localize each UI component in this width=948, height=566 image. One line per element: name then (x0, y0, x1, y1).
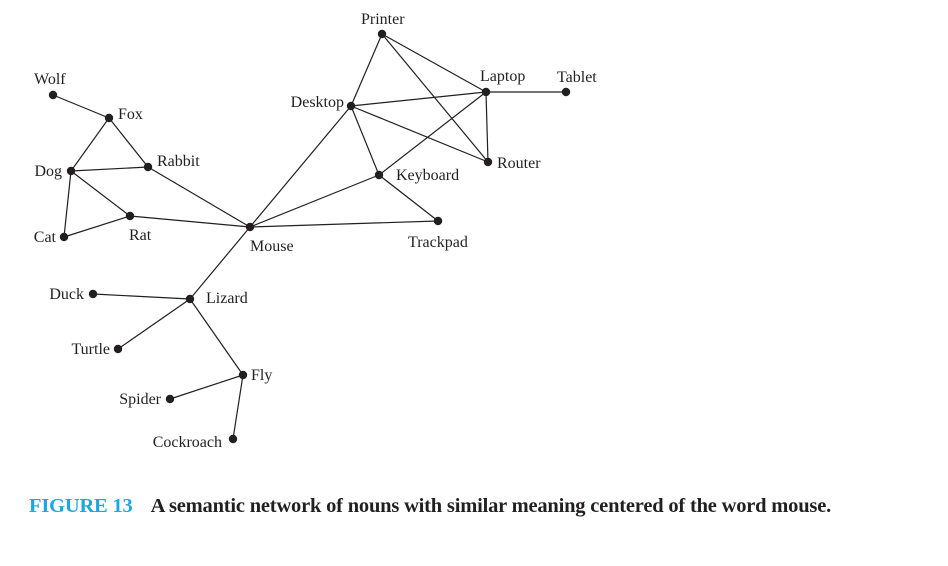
edge-rabbit-mouse (147, 166, 251, 228)
node-label-turtle: Turtle (71, 341, 110, 358)
edge-fox-dog (70, 117, 110, 172)
edges-layer (52, 33, 566, 440)
node-label-cockroach: Cockroach (153, 434, 222, 451)
edge-wolf-fox (52, 94, 110, 119)
node-fly (238, 370, 248, 380)
node-label-duck: Duck (49, 286, 84, 303)
node-rabbit (143, 162, 153, 172)
edge-dog-rat (70, 170, 131, 217)
edge-printer-desktop (350, 33, 383, 107)
edge-fly-cockroach (232, 374, 244, 440)
node-duck (88, 289, 98, 299)
node-label-tablet: Tablet (557, 69, 597, 86)
node-laptop (481, 87, 491, 97)
node-label-lizard: Lizard (206, 290, 248, 307)
edge-mouse-desktop (249, 105, 352, 228)
figure-caption: FIGURE 13 A semantic network of nouns wit… (29, 492, 934, 521)
node-label-laptop: Laptop (480, 68, 525, 85)
node-router (483, 157, 493, 167)
node-wolf (48, 90, 58, 100)
node-label-router: Router (497, 155, 541, 172)
edge-lizard-duck (92, 293, 191, 300)
node-label-rat: Rat (129, 227, 152, 244)
node-label-mouse: Mouse (250, 238, 294, 255)
node-label-keyboard: Keyboard (396, 167, 459, 184)
node-label-fly: Fly (251, 367, 272, 384)
node-fox (104, 113, 114, 123)
node-printer (377, 29, 387, 39)
node-label-printer: Printer (361, 11, 405, 28)
edge-rat-mouse (129, 215, 251, 228)
edge-cat-rat (63, 215, 131, 238)
node-mouse (245, 222, 255, 232)
edge-laptop-router (485, 91, 489, 163)
edge-desktop-laptop (350, 91, 487, 107)
edge-mouse-keyboard (249, 174, 380, 228)
edge-mouse-lizard (189, 226, 251, 300)
edge-lizard-turtle (117, 298, 191, 350)
edge-desktop-router (350, 105, 489, 163)
node-turtle (113, 344, 123, 354)
edge-fly-spider (169, 374, 244, 400)
node-label-cat: Cat (34, 229, 57, 246)
node-lizard (185, 294, 195, 304)
node-label-wolf: Wolf (34, 71, 66, 88)
edge-dog-cat (63, 170, 72, 238)
node-label-trackpad: Trackpad (408, 234, 468, 251)
node-label-dog: Dog (34, 163, 62, 180)
node-rat (125, 211, 135, 221)
node-label-spider: Spider (119, 391, 161, 408)
edge-fox-rabbit (108, 117, 149, 168)
edge-printer-router (381, 33, 489, 163)
edge-keyboard-trackpad (378, 174, 439, 222)
node-keyboard (374, 170, 384, 180)
node-label-desktop: Desktop (291, 94, 344, 111)
edge-lizard-fly (189, 298, 244, 376)
figure-label: FIGURE 13 (29, 495, 133, 517)
edge-laptop-keyboard (378, 91, 487, 176)
node-dog (66, 166, 76, 176)
node-label-fox: Fox (118, 106, 143, 123)
edge-mouse-trackpad (249, 220, 439, 228)
nodes-layer (48, 29, 571, 444)
node-cat (59, 232, 69, 242)
node-spider (165, 394, 175, 404)
node-tablet (561, 87, 571, 97)
edge-dog-rabbit (70, 166, 149, 172)
node-label-rabbit: Rabbit (157, 153, 200, 170)
node-cockroach (228, 434, 238, 444)
node-trackpad (433, 216, 443, 226)
figure-caption-text: A semantic network of nouns with similar… (150, 495, 832, 517)
node-desktop (346, 101, 356, 111)
edge-desktop-keyboard (350, 105, 380, 176)
edge-printer-laptop (381, 33, 487, 93)
